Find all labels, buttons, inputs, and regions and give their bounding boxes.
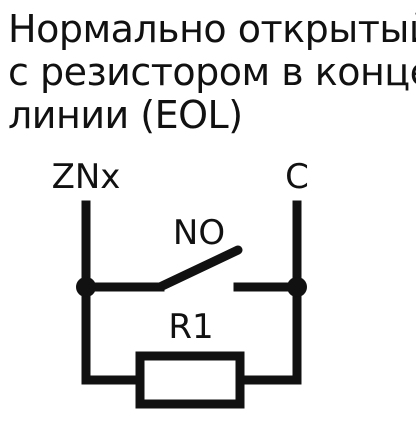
terminal-label-znx: ZNx bbox=[52, 157, 121, 197]
left-junction-dot bbox=[76, 277, 96, 297]
resistor-r1-body bbox=[135, 351, 245, 409]
title-line-1: Нормально открытый bbox=[8, 7, 416, 51]
switch-label-no: NO bbox=[173, 213, 225, 253]
title-line-2: с резистором в конце bbox=[8, 50, 416, 94]
resistor-label-r1: R1 bbox=[168, 307, 213, 347]
terminal-label-c: C bbox=[285, 157, 309, 197]
switch-blade bbox=[155, 245, 243, 292]
right-junction-dot bbox=[287, 277, 307, 297]
diagram-title: Нормально открытый с резистором в конце … bbox=[8, 7, 416, 137]
title-line-3: линии (EOL) bbox=[8, 93, 243, 137]
